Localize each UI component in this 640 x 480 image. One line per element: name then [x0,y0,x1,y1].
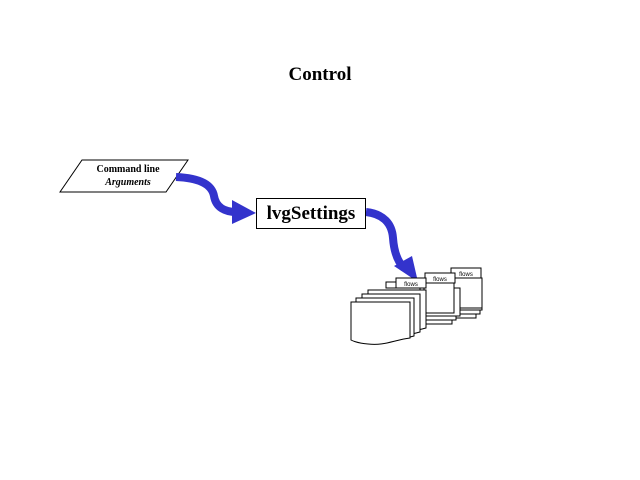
lvg-settings-label: lvgSettings [266,202,356,224]
arrow-head-settings-to-outputs [394,256,418,282]
arguments-label: Arguments [105,177,151,188]
document-tab-label: flows [459,272,473,278]
diagram-title: Control [288,64,352,85]
command-line-label: Command line [96,164,160,175]
document-tab-label: flows [404,282,418,288]
command-line-arguments-label: Command line Arguments [78,163,178,189]
lvg-settings-node: lvgSettings [256,198,366,229]
arrow-head-input-to-settings [232,200,256,224]
document-tab-label: flows [433,277,447,283]
arrow-settings-to-outputs [365,208,407,271]
command-line-arguments-shape [59,159,189,193]
arrow-input-to-settings [175,173,237,216]
document-stack-1: flows [350,277,427,345]
